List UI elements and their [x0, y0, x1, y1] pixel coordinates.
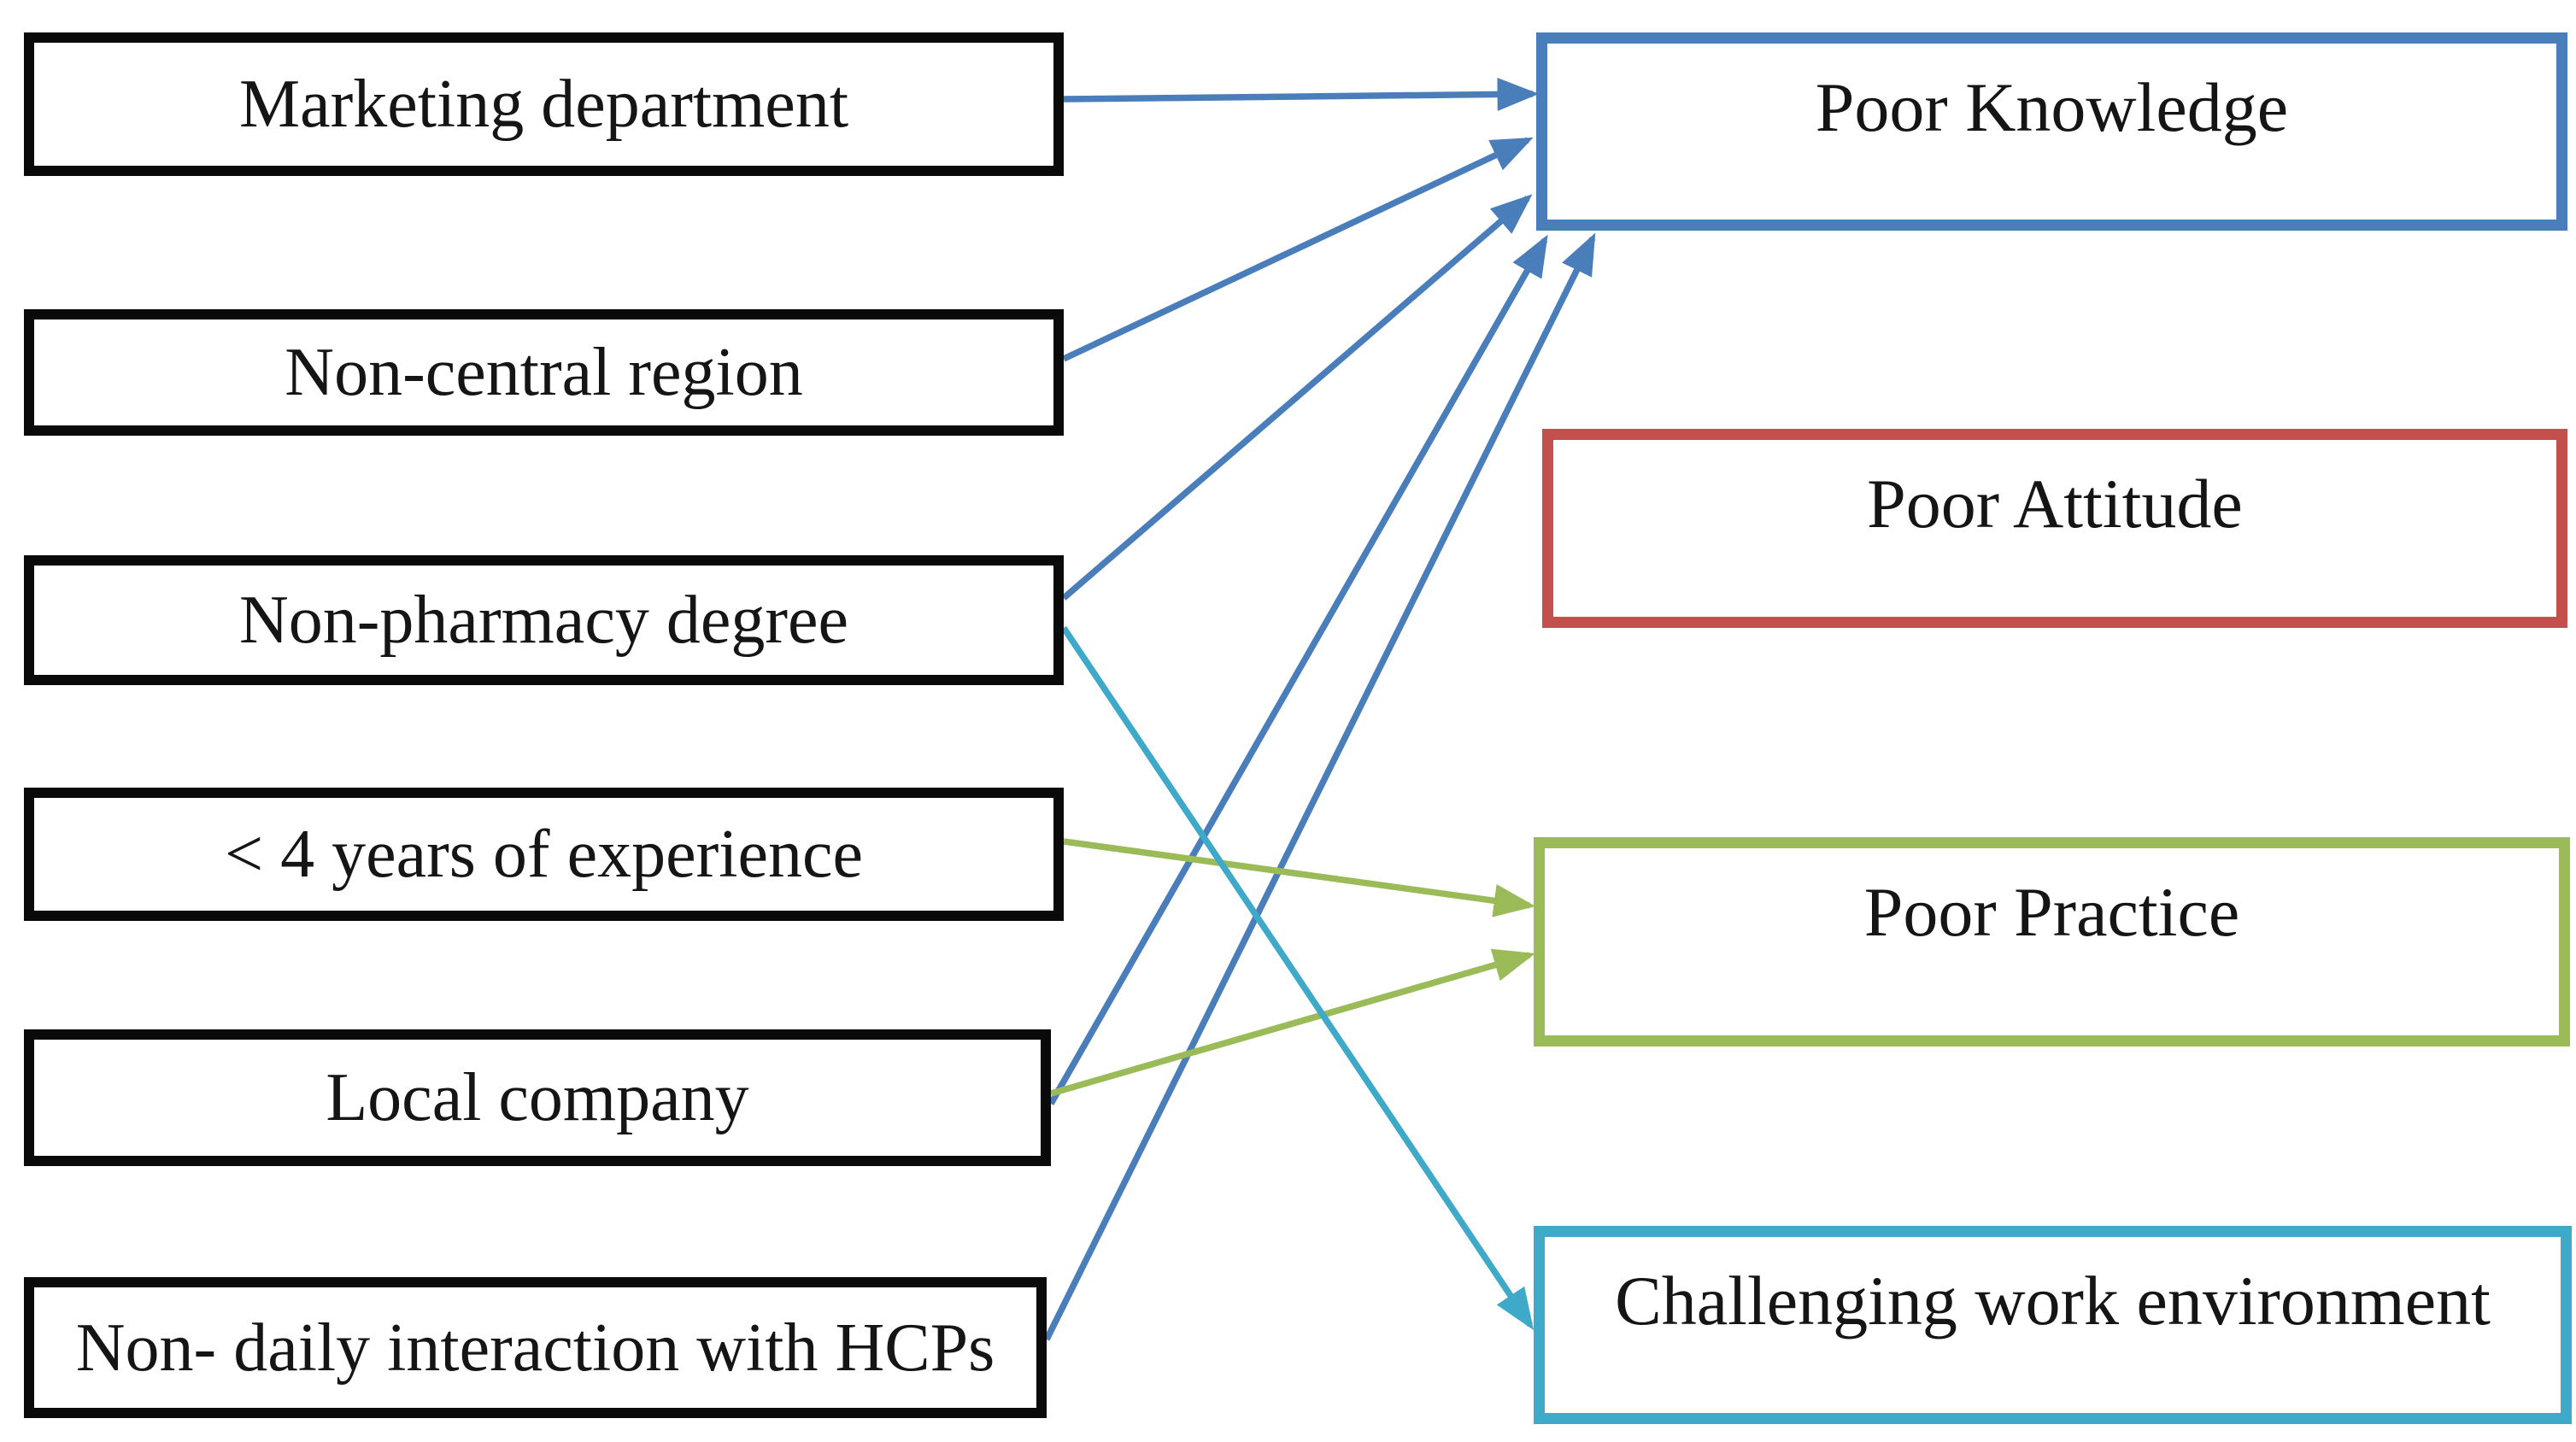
node-label: Non-pharmacy degree [239, 583, 848, 658]
node-poor-knowledge: Poor Knowledge [1536, 32, 2567, 231]
node-non-daily-interaction-with-hcps: Non- daily interaction with HCPs [24, 1277, 1047, 1418]
node-label: Marketing department [238, 67, 849, 142]
node-label: Poor Knowledge [1815, 68, 2289, 146]
node-less-than-4-years-experience: < 4 years of experience [24, 788, 1064, 921]
node-poor-practice: Poor Practice [1534, 837, 2570, 1046]
node-label: Poor Attitude [1867, 465, 2243, 542]
node-label: Non-central region [285, 335, 803, 410]
arrow-non_pharmacy-to-challenging [1060, 625, 1534, 1331]
arrow-non_pharmacy-to-knowledge [1061, 194, 1533, 601]
node-non-central-region: Non-central region [24, 309, 1064, 436]
node-label: Poor Practice [1863, 873, 2240, 951]
arrow-years-to-practice [1063, 838, 1536, 917]
node-local-company: Local company [24, 1029, 1051, 1166]
node-marketing-department: Marketing department [24, 32, 1064, 176]
node-challenging-work-environment: Challenging work environment [1534, 1226, 2572, 1424]
node-label: Challenging work environment [1615, 1262, 2491, 1339]
arrow-local-to-knowledge [1047, 234, 1548, 1105]
node-poor-attitude: Poor Attitude [1542, 429, 2567, 628]
node-label: Non- daily interaction with HCPs [75, 1310, 995, 1386]
node-label: Local company [326, 1060, 749, 1135]
arrow-local-to-practice [1049, 948, 1536, 1097]
node-non-pharmacy-degree: Non-pharmacy degree [24, 555, 1064, 685]
arrow-non_daily-to-knowledge [1043, 232, 1596, 1341]
node-label: < 4 years of experience [225, 817, 863, 892]
arrow-group [1043, 77, 1596, 1341]
arrow-marketing-to-knowledge [1063, 77, 1540, 111]
arrow-non_central-to-knowledge [1062, 137, 1534, 362]
